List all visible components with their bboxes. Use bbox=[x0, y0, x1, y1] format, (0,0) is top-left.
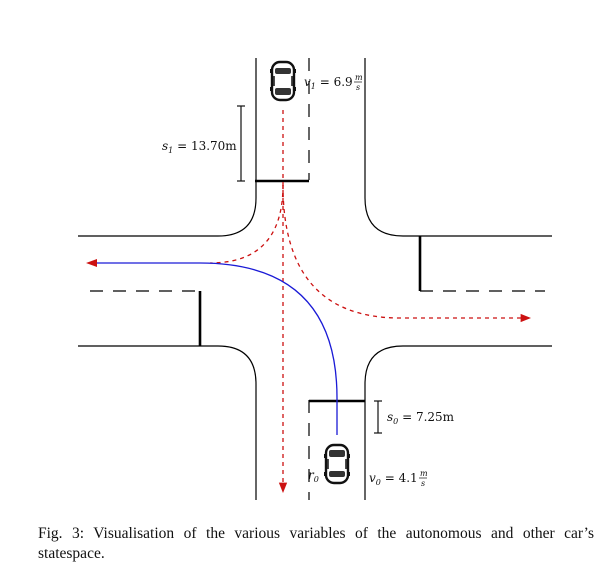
ego-car-velocity-unit-den: s bbox=[421, 479, 425, 488]
figure-caption: Fig. 3: Visualisation of the various var… bbox=[38, 524, 594, 564]
ego-car-path bbox=[90, 262, 338, 435]
ego-car-velocity-label: v0 = 4.1 bbox=[369, 471, 418, 487]
road-edge-bottom-left bbox=[78, 345, 257, 500]
ego-car-velocity-unit-num: m bbox=[420, 469, 428, 478]
stop-lines bbox=[198, 179, 422, 403]
distance-bracket-s1 bbox=[237, 105, 245, 182]
distance-bracket-s0 bbox=[374, 400, 382, 434]
other-car-distance-label: s1 = 13.70m bbox=[162, 139, 237, 155]
caption-prefix: Fig. 3: bbox=[38, 525, 85, 542]
other-car-path-left-turn bbox=[282, 184, 532, 323]
ego-car-path-arrowhead bbox=[86, 259, 97, 267]
lane-dashes bbox=[90, 58, 545, 500]
other-car-velocity-label: v1 = 6.9 bbox=[304, 75, 353, 91]
other-car-velocity-unit-num: m bbox=[355, 73, 363, 82]
road-edge-top-right bbox=[364, 58, 552, 237]
other-car-velocity-unit-den: s bbox=[356, 83, 360, 92]
ego-car-distance-label: s0 = 7.25m bbox=[387, 410, 455, 426]
road-edge-bottom-right bbox=[364, 345, 552, 500]
road-edges bbox=[78, 58, 552, 500]
other-car-icon bbox=[268, 60, 298, 102]
caption-text: Visualisation of the various variables o… bbox=[38, 525, 594, 562]
road-edge-top-left bbox=[78, 58, 257, 237]
intersection-diagram: v1 = 6.9 m s s1 = 13.70m s0 = 7.25m v0 =… bbox=[78, 58, 552, 500]
ego-car-icon bbox=[322, 443, 352, 485]
ego-car-marker-label: r0 bbox=[308, 468, 319, 484]
other-car-paths bbox=[209, 110, 532, 494]
other-car-path-right-turn bbox=[209, 184, 284, 264]
